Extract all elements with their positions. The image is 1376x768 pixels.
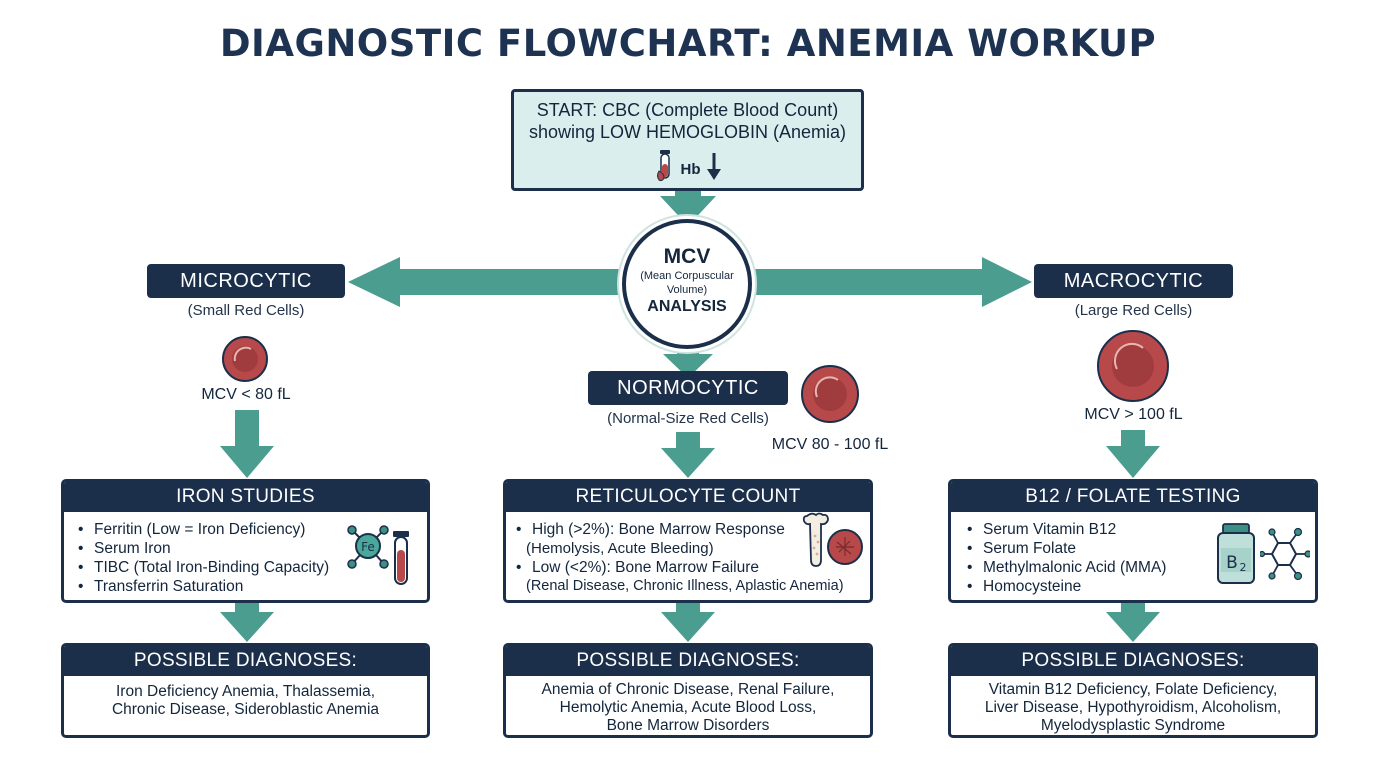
reticulocyte-panel: RETICULOCYTE COUNT High (>2%): Bone Marr… xyxy=(503,479,873,603)
diagnosis-line: Bone Marrow Disorders xyxy=(606,717,770,734)
microcytic-label: MICROCYTIC xyxy=(147,264,345,298)
blood-test-tube-icon xyxy=(655,149,675,190)
normocytic-mcv-range: MCV 80 - 100 fL xyxy=(771,436,889,453)
reticulocyte-title: RETICULOCYTE COUNT xyxy=(506,482,870,512)
list-item: High (>2%): Bone Marrow Response xyxy=(514,520,870,539)
list-item: Serum Vitamin B12 xyxy=(965,520,1315,539)
b12-bottle-icon: B 2 xyxy=(1215,522,1257,591)
microcytic-diagnoses-panel: POSSIBLE DIAGNOSES: Iron Deficiency Anem… xyxy=(61,643,430,738)
b12-folate-list: Serum Vitamin B12 Serum Folate Methylmal… xyxy=(951,512,1315,596)
normocytic-diagnoses-body: Anemia of Chronic Disease, Renal Failure… xyxy=(506,676,870,735)
start-box: START: CBC (Complete Blood Count) showin… xyxy=(511,89,864,191)
normocytic-diagnoses-panel: POSSIBLE DIAGNOSES: Anemia of Chronic Di… xyxy=(503,643,873,738)
macrocytic-description: (Large Red Cells) xyxy=(1074,302,1193,319)
list-item: Homocysteine xyxy=(965,577,1315,596)
microcytic-diagnoses-body: Iron Deficiency Anemia, Thalassemia, Chr… xyxy=(64,676,427,719)
hb-label: Hb xyxy=(680,161,701,178)
arrow-down-icon xyxy=(706,153,721,186)
hb-indicator: Hb xyxy=(514,149,861,190)
macrocytic-diagnoses-title: POSSIBLE DIAGNOSES: xyxy=(951,646,1315,676)
mcv-full-name-1: (Mean Corpuscular xyxy=(640,270,734,282)
normocytic-description: (Normal-Size Red Cells) xyxy=(607,410,769,427)
list-item: Ferritin (Low = Iron Deficiency) xyxy=(76,520,427,539)
diagnosis-line: Iron Deficiency Anemia, Thalassemia, xyxy=(115,683,376,700)
list-item: Serum Iron xyxy=(76,539,427,558)
normocytic-diagnoses-title: POSSIBLE DIAGNOSES: xyxy=(506,646,870,676)
diagnosis-line: Liver Disease, Hypothyroidism, Alcoholis… xyxy=(984,699,1282,716)
list-item-detail: (Hemolysis, Acute Bleeding) xyxy=(526,540,714,557)
start-line-1: START: CBC (Complete Blood Count) xyxy=(536,100,839,120)
macrocytic-label: MACROCYTIC xyxy=(1034,264,1233,298)
mcv-analysis-node: MCV (Mean Corpuscular Volume) ANALYSIS xyxy=(622,219,752,349)
list-item-detail: (Renal Disease, Chronic Illness, Aplasti… xyxy=(526,578,844,594)
red-blood-cell-icon xyxy=(1096,329,1170,408)
iron-studies-title: IRON STUDIES xyxy=(64,482,427,512)
reticulocyte-icon xyxy=(826,528,864,571)
microcytic-mcv-range: MCV < 80 fL xyxy=(201,386,291,403)
iron-molecule-icon: Fe xyxy=(346,522,392,577)
macrocytic-mcv-range: MCV > 100 fL xyxy=(1084,406,1183,423)
diagnosis-line: Anemia of Chronic Disease, Renal Failure… xyxy=(541,681,835,698)
macrocytic-diagnoses-panel: POSSIBLE DIAGNOSES: Vitamin B12 Deficien… xyxy=(948,643,1318,738)
mcv-label: MCV xyxy=(663,245,711,268)
start-line-2: showing LOW HEMOGLOBIN (Anemia) xyxy=(528,122,847,142)
diagnosis-line: Myelodysplastic Syndrome xyxy=(1040,717,1226,734)
macrocytic-diagnoses-body: Vitamin B12 Deficiency, Folate Deficienc… xyxy=(951,676,1315,735)
iron-symbol: Fe xyxy=(361,540,375,554)
b12-folate-panel: B12 / FOLATE TESTING Serum Vitamin B12 S… xyxy=(948,479,1318,603)
test-tube-icon xyxy=(390,530,412,591)
microcytic-diagnoses-title: POSSIBLE DIAGNOSES: xyxy=(64,646,427,676)
diagnosis-line: Chronic Disease, Sideroblastic Anemia xyxy=(111,701,380,718)
mcv-analysis-label: ANALYSIS xyxy=(647,298,727,315)
arrow-to-microcytic xyxy=(392,269,624,295)
arrow-to-macrocytic xyxy=(752,269,992,295)
list-item: Serum Folate xyxy=(965,539,1315,558)
normocytic-label: NORMOCYTIC xyxy=(588,371,788,405)
list-item: Low (<2%): Bone Marrow Failure xyxy=(514,558,870,577)
bone-icon xyxy=(801,512,831,573)
list-item: TIBC (Total Iron-Binding Capacity) xyxy=(76,558,427,577)
diagnosis-line: Hemolytic Anemia, Acute Blood Loss, xyxy=(559,699,817,716)
list-item: Methylmalonic Acid (MMA) xyxy=(965,558,1315,577)
iron-studies-list: Ferritin (Low = Iron Deficiency) Serum I… xyxy=(64,512,427,596)
red-blood-cell-icon xyxy=(221,335,269,388)
list-item: Transferrin Saturation xyxy=(76,577,427,596)
arrow-to-microcytic-head xyxy=(348,257,400,307)
reticulocyte-list: High (>2%): Bone Marrow Response (Hemoly… xyxy=(506,512,870,596)
page-title: DIAGNOSTIC FLOWCHART: ANEMIA WORKUP xyxy=(219,22,1157,65)
molecule-icon xyxy=(1258,526,1312,587)
b12-symbol: B xyxy=(1226,553,1238,573)
b12-subscript: 2 xyxy=(1240,561,1247,574)
arrow-to-normocytic-head xyxy=(663,354,713,378)
microcytic-description: (Small Red Cells) xyxy=(187,302,305,319)
arrow-start-to-mcv-head xyxy=(660,196,716,226)
mcv-full-name-2: Volume) xyxy=(666,284,708,296)
b12-folate-title: B12 / FOLATE TESTING xyxy=(951,482,1315,512)
arrow-to-macrocytic-head xyxy=(982,257,1032,307)
red-blood-cell-icon xyxy=(800,364,860,429)
diagnosis-line: Vitamin B12 Deficiency, Folate Deficienc… xyxy=(988,681,1278,698)
